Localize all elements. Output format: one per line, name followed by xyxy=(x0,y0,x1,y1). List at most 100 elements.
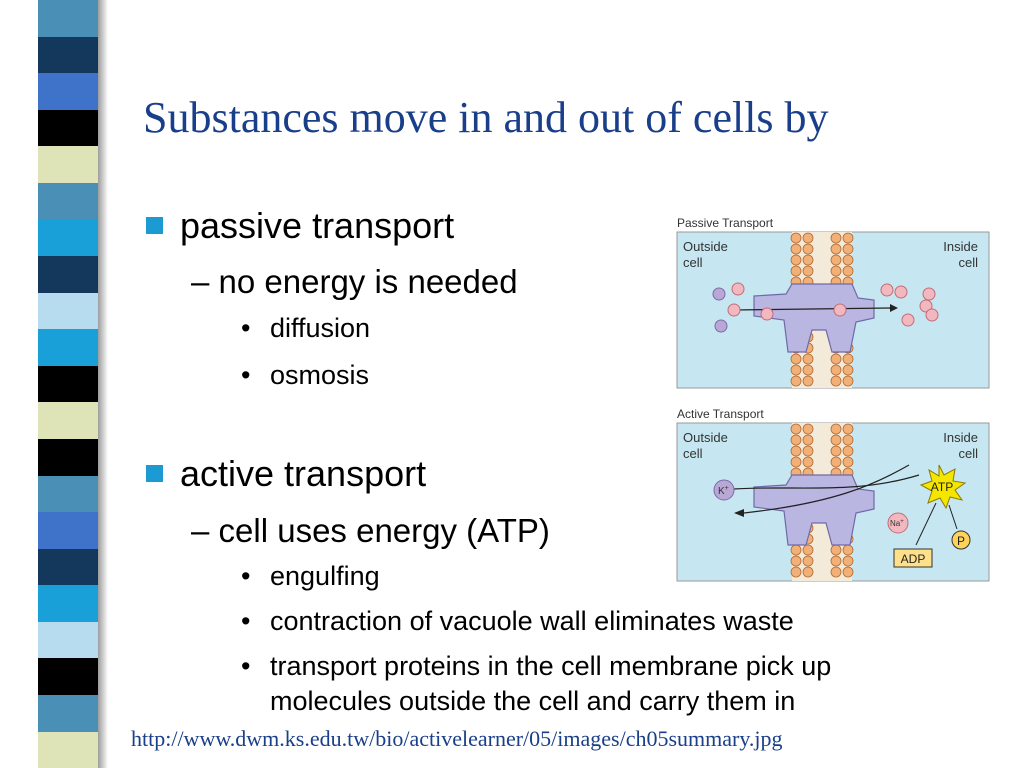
phospholipid-head xyxy=(830,434,842,446)
sub-bullet-uses-energy: – cell uses energy (ATP) xyxy=(191,512,550,550)
strip-segment xyxy=(38,292,98,330)
atp-label: ATP xyxy=(931,480,953,494)
point-vacuole: •contraction of vacuole wall eliminates … xyxy=(241,606,794,637)
phospholipid-head xyxy=(830,445,842,457)
phospholipid-head xyxy=(790,243,802,255)
phospholipid-head xyxy=(802,566,814,578)
molecules xyxy=(712,282,939,333)
phospholipid-head xyxy=(802,434,814,446)
adp-label: ADP xyxy=(901,552,926,566)
inside-label: Inside xyxy=(943,239,978,254)
phospholipid-head xyxy=(790,566,802,578)
phospholipid-head xyxy=(790,353,802,365)
phospholipid-head xyxy=(842,254,854,266)
dash-marker: – xyxy=(191,512,219,549)
transport-arrow xyxy=(733,307,891,311)
bullet-label: active transport xyxy=(180,453,427,494)
phosphate-icon xyxy=(951,530,971,550)
dot-bullet-icon: • xyxy=(241,606,251,636)
phospholipid-head xyxy=(802,232,814,244)
phospholipid-head xyxy=(802,445,814,457)
strip-segment xyxy=(38,585,98,622)
strip-segment xyxy=(38,365,98,403)
figure-label: Passive Transport xyxy=(677,216,774,230)
source-url: http://www.dwm.ks.edu.tw/bio/activelearn… xyxy=(131,726,783,751)
point-osmosis: •osmosis xyxy=(241,360,370,391)
phospholipid-head xyxy=(830,254,842,266)
point-label: transport proteins in the cell membrane … xyxy=(270,651,832,681)
strip-segment xyxy=(38,621,98,659)
decorative-strip xyxy=(38,0,98,768)
k-sup: + xyxy=(725,485,729,492)
dot-bullet-icon: • xyxy=(241,313,251,343)
phospholipid-head xyxy=(802,555,814,567)
strip-segment xyxy=(38,182,98,220)
phospholipid-head xyxy=(830,353,842,365)
phospholipid-head xyxy=(790,254,802,266)
phospholipid-head xyxy=(830,364,842,376)
strip-segment xyxy=(38,548,98,586)
phospholipid-head xyxy=(802,265,814,277)
strip-segment xyxy=(38,0,98,37)
sodium-ion xyxy=(887,512,909,534)
strip-segment xyxy=(38,512,98,549)
sub-bullet-label: cell uses energy (ATP) xyxy=(218,512,550,549)
point-transport-proteins-cont: molecules outside the cell and carry the… xyxy=(245,686,795,717)
bullet-label: passive transport xyxy=(180,205,455,246)
phospholipid-head xyxy=(790,555,802,567)
phospholipid-head xyxy=(802,375,814,387)
phospholipid-head xyxy=(790,423,802,435)
phospholipid-head xyxy=(790,375,802,387)
point-label: diffusion xyxy=(270,313,371,343)
k-text: K xyxy=(718,486,725,497)
phospholipid-head xyxy=(830,555,842,567)
phospholipid-head xyxy=(802,243,814,255)
channel-protein xyxy=(753,283,875,353)
inside-label-2: cell xyxy=(958,446,978,461)
sub-bullet-label: no energy is needed xyxy=(218,263,518,300)
outside-label: Outside xyxy=(683,239,728,254)
slide-title: Substances move in and out of cells by xyxy=(143,93,829,142)
arrow-head-icon xyxy=(890,304,898,312)
na-sup: + xyxy=(900,519,904,525)
adp-box xyxy=(893,548,933,568)
phospholipid-head xyxy=(842,265,854,277)
phospholipid-head xyxy=(802,254,814,266)
phospholipid-head xyxy=(802,423,814,435)
potassium-ion xyxy=(713,479,735,501)
phospholipid-head xyxy=(830,544,842,556)
phospholipid-head xyxy=(842,353,854,365)
point-engulfing: •engulfing xyxy=(241,561,380,592)
strip-segment xyxy=(38,256,98,293)
phospholipid-head xyxy=(790,434,802,446)
p-arrow xyxy=(948,504,958,530)
p-label: P xyxy=(957,534,965,548)
point-diffusion: • diffusion xyxy=(241,313,371,344)
strip-segment xyxy=(38,475,98,513)
phospholipid-head xyxy=(802,353,814,365)
active-transport-figure: Active Transport Outside cell Inside cel… xyxy=(674,405,994,585)
adp-arrow xyxy=(915,502,937,546)
k-arrow xyxy=(733,474,920,490)
point-label: engulfing xyxy=(270,561,380,591)
phospholipid-head xyxy=(790,364,802,376)
strip-segment xyxy=(38,438,98,476)
phospholipid-head xyxy=(830,265,842,277)
phospholipid-head xyxy=(802,544,814,556)
phospholipid-head xyxy=(830,232,842,244)
phospholipid-head xyxy=(790,232,802,244)
k-label: K+ xyxy=(718,485,729,497)
inside-label-2: cell xyxy=(958,255,978,270)
phospholipid-head xyxy=(842,375,854,387)
na-arrow xyxy=(743,464,910,514)
phospholipid-head xyxy=(802,456,814,468)
strip-segment xyxy=(38,109,98,147)
phospholipid-head xyxy=(790,265,802,277)
figure-label: Active Transport xyxy=(677,407,764,421)
phospholipid-head xyxy=(842,566,854,578)
atp-burst-icon xyxy=(919,464,967,510)
point-label: molecules outside the cell and carry the… xyxy=(270,686,796,716)
point-label: osmosis xyxy=(270,360,370,390)
phospholipid-head xyxy=(830,456,842,468)
phospholipid-head xyxy=(842,544,854,556)
